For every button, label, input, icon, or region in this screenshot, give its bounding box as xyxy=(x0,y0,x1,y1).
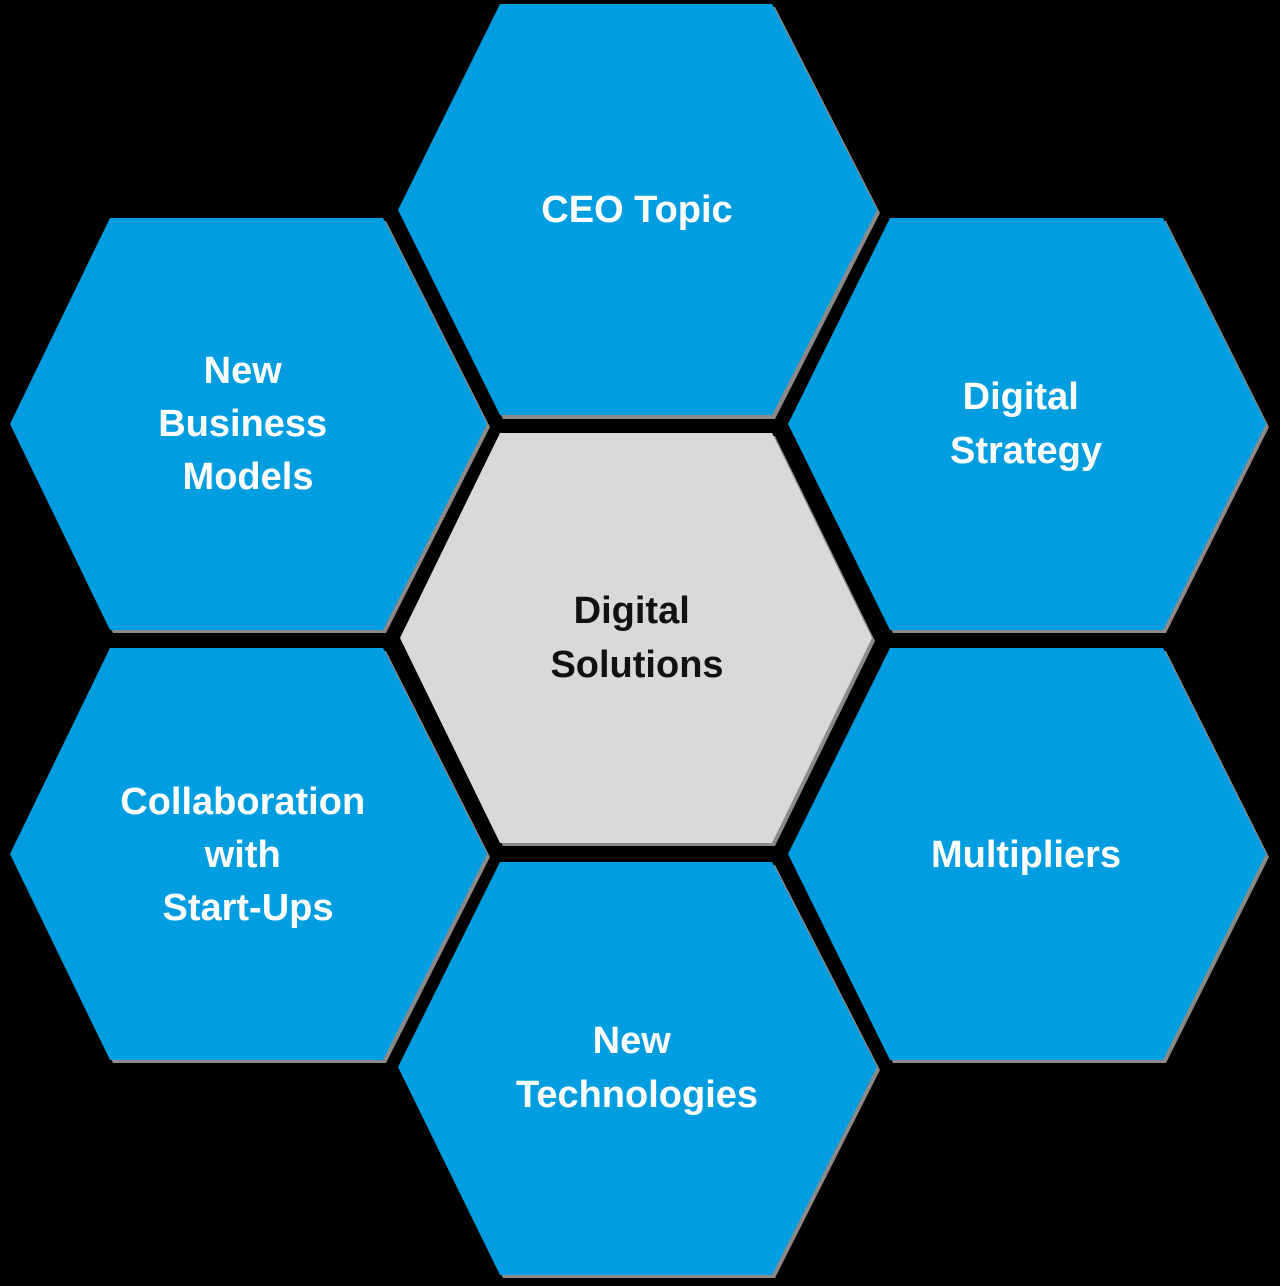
hex-collaboration-with-start-ups: Collaboration with Start-Ups xyxy=(10,648,490,1063)
hex-shape xyxy=(398,862,877,1275)
hex-label: New Technologies xyxy=(516,1020,758,1116)
hex-multipliers: Multipliers xyxy=(788,648,1269,1063)
hex-shape xyxy=(10,648,487,1060)
hex-digital-strategy: Digital Strategy xyxy=(788,218,1269,633)
hex-label: CEO Topic xyxy=(541,189,732,231)
hex-shape xyxy=(10,218,487,630)
hex-digital-solutions: Digital Solutions xyxy=(400,433,875,846)
hex-label: Digital Solutions xyxy=(550,590,723,686)
hex-shape xyxy=(398,4,877,415)
hex-label: Collaboration with Start-Ups xyxy=(120,781,375,929)
hex-label: New Business Models xyxy=(158,350,338,498)
hex-label: Digital Strategy xyxy=(950,376,1102,472)
hex-new-business-models: New Business Models xyxy=(10,218,490,633)
hex-shape xyxy=(400,433,872,843)
hex-shape xyxy=(788,648,1266,1060)
hex-label: Multipliers xyxy=(931,834,1121,876)
hex-shape xyxy=(788,218,1266,630)
hex-new-technologies: New Technologies xyxy=(398,862,880,1278)
hex-ceo-topic: CEO Topic xyxy=(398,4,880,419)
